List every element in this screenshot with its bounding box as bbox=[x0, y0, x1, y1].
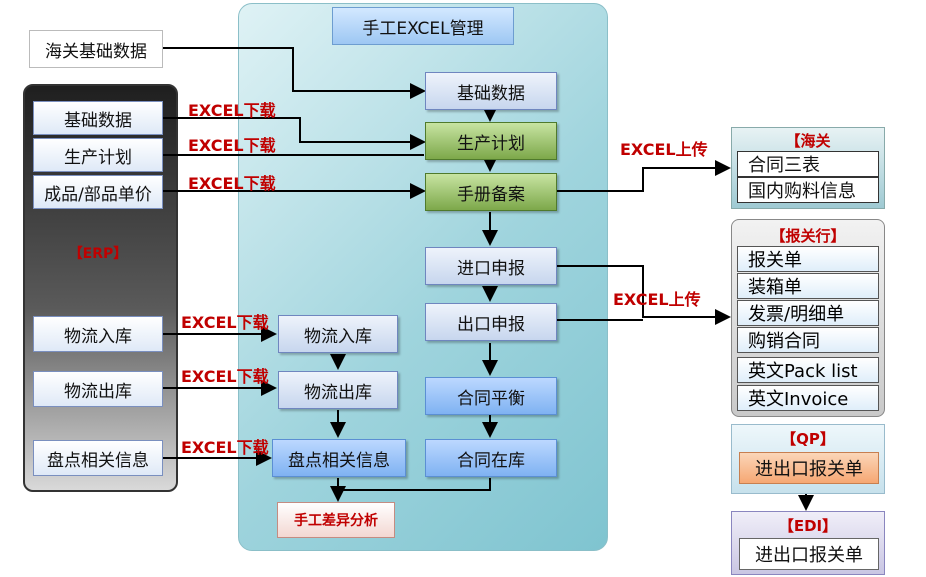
center-title: 手工EXCEL管理 bbox=[332, 7, 514, 45]
center-import-declaration: 进口申报 bbox=[425, 247, 557, 285]
erp-item-basic-data: 基础数据 bbox=[33, 101, 163, 135]
erp-item-inventory: 盘点相关信息 bbox=[33, 440, 163, 476]
center-handbook-filing: 手册备案 bbox=[425, 173, 557, 211]
center-export-declaration: 出口申报 bbox=[425, 303, 557, 341]
erp-title: 【ERP】 bbox=[68, 246, 128, 262]
customs-item-contract-tables: 合同三表 bbox=[737, 151, 879, 177]
manual-diff-analysis: 手工差异分析 bbox=[277, 502, 395, 538]
center-contract-stock: 合同在库 bbox=[425, 439, 557, 477]
center-contract-balance: 合同平衡 bbox=[425, 377, 557, 415]
qp-title: 【QP】 bbox=[781, 430, 835, 448]
excel-download-label: EXCEL下载 bbox=[188, 136, 276, 155]
broker-item-packing-list: 装箱单 bbox=[737, 273, 879, 299]
edi-title: 【EDI】 bbox=[778, 517, 838, 535]
customs-item-domestic-purchase: 国内购料信息 bbox=[737, 177, 879, 203]
broker-item-sales-contract: 购销合同 bbox=[737, 327, 879, 353]
qp-item-declaration: 进出口报关单 bbox=[739, 452, 879, 484]
broker-item-declaration: 报关单 bbox=[737, 246, 879, 272]
excel-download-label: EXCEL下载 bbox=[181, 438, 269, 457]
center-inventory-info: 盘点相关信息 bbox=[272, 439, 406, 477]
center-basic-data: 基础数据 bbox=[425, 72, 557, 110]
excel-download-label: EXCEL下载 bbox=[188, 101, 276, 120]
erp-item-production-plan: 生产计划 bbox=[33, 138, 163, 172]
broker-item-invoice-detail: 发票/明细单 bbox=[737, 300, 879, 326]
excel-download-label: EXCEL下载 bbox=[181, 313, 269, 332]
customs-title: 【海关 bbox=[785, 132, 831, 150]
erp-item-logistics-out: 物流出库 bbox=[33, 371, 163, 407]
erp-item-logistics-in: 物流入库 bbox=[33, 316, 163, 352]
center-production-plan: 生产计划 bbox=[425, 122, 557, 160]
center-logistics-in: 物流入库 bbox=[278, 315, 398, 353]
center-logistics-out: 物流出库 bbox=[278, 371, 398, 409]
erp-item-unit-price: 成品/部品单价 bbox=[33, 175, 163, 209]
excel-upload-label: EXCEL上传 bbox=[620, 140, 708, 159]
excel-upload-label: EXCEL上传 bbox=[613, 290, 701, 309]
excel-download-label: EXCEL下载 bbox=[181, 367, 269, 386]
edi-item-declaration: 进出口报关单 bbox=[739, 538, 879, 570]
broker-item-english-pack-list: 英文Pack list bbox=[737, 357, 879, 383]
broker-item-english-invoice: 英文Invoice bbox=[737, 385, 879, 411]
excel-download-label: EXCEL下载 bbox=[188, 174, 276, 193]
broker-title: 【报关行】 bbox=[770, 227, 846, 245]
customs-base-data-source: 海关基础数据 bbox=[29, 30, 163, 68]
